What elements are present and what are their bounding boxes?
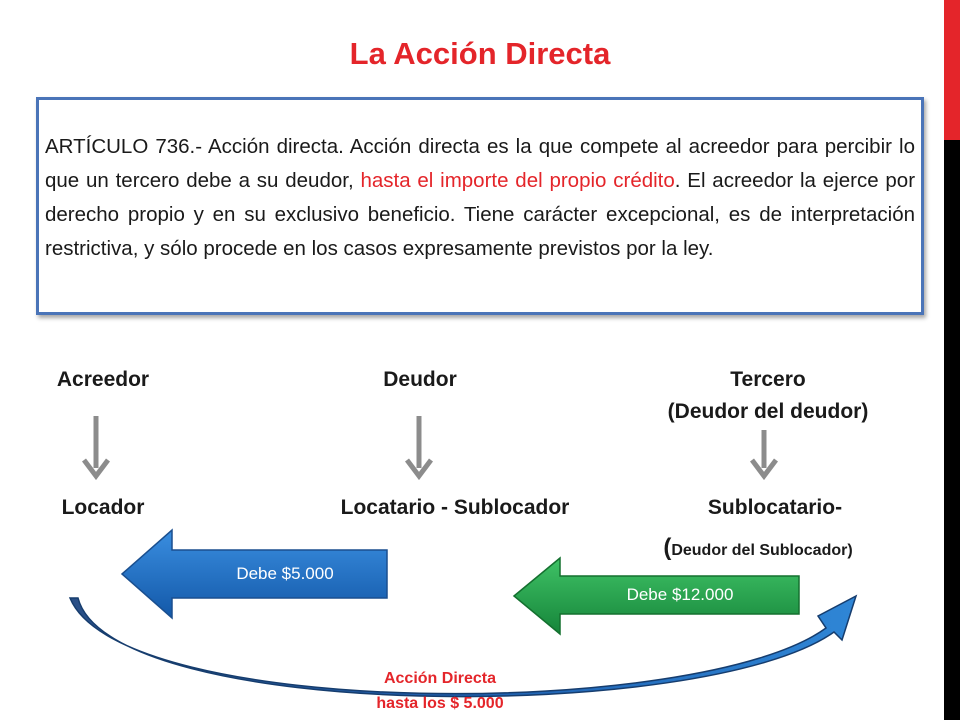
party-sublocatario-sub: (Deudor del Sublocador) [598, 534, 918, 562]
role-deudor: Deudor [383, 368, 457, 391]
side-accent-black [944, 140, 960, 720]
party-locador: Locador [61, 496, 145, 519]
accion-directa-label: Acción Directa hasta los $ 5.000 [300, 666, 580, 716]
paren-open: ( [663, 534, 672, 561]
green-debt-label: Debe $12.000 [626, 585, 734, 604]
side-accent-red [944, 0, 960, 140]
article-text-part1: ARTÍCULO 736.- Acción directa. Acción di… [45, 135, 915, 192]
role-acreedor: Acreedor [56, 368, 150, 391]
article-text: ARTÍCULO 736.- Acción directa. Acción di… [45, 130, 915, 266]
blue-debt-arrow [120, 528, 388, 620]
role-tercero-sub: (Deudor del deudor) [667, 400, 869, 423]
article-highlight: hasta el importe del propio crédito [360, 169, 675, 192]
sublocatario-sub-text: Deudor del Sublocador [671, 542, 848, 559]
blue-debt-label: Debe $5.000 [236, 564, 334, 583]
page-title: La Acción Directa [349, 36, 611, 71]
down-arrow-deudor-icon [405, 416, 433, 481]
role-tercero: Tercero [730, 368, 806, 391]
down-arrow-acreedor-icon [82, 416, 110, 481]
party-sublocatario: Sublocatario- [707, 496, 843, 519]
accion-directa-curve [68, 594, 858, 698]
accion-directa-line2: hasta los $ 5.000 [376, 695, 504, 712]
green-debt-arrow [512, 556, 800, 636]
article-text-part3: . El acreedor la ejerce por derecho prop… [45, 169, 916, 260]
article-box: ARTÍCULO 736.- Acción directa. Acción di… [36, 97, 924, 315]
party-locatario: Locatario - Sublocador [340, 496, 570, 519]
paren-close: ) [847, 542, 853, 559]
accion-directa-line1: Acción Directa [383, 670, 497, 687]
down-arrow-tercero-icon [750, 430, 778, 481]
